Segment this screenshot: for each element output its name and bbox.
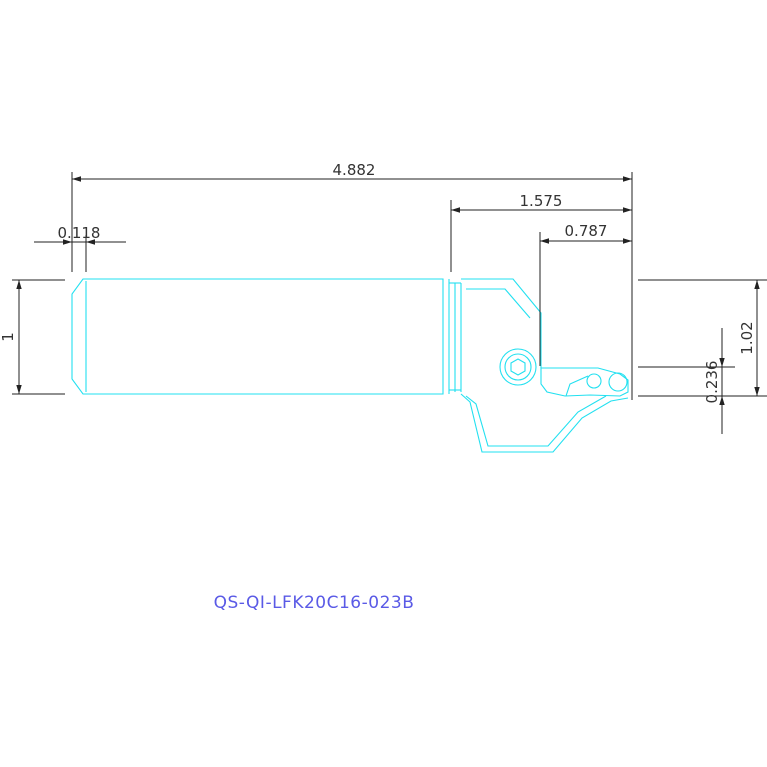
tool-holder-outline	[71, 278, 629, 453]
dim-head-length: 1.575	[520, 192, 563, 210]
dim-chamfer: 0.118	[58, 224, 101, 242]
clamp-screw-icon	[499, 348, 537, 386]
dimension-lines	[12, 172, 767, 434]
dimension-labels: 4.882 1.575 0.787 0.118 1 1.02 0.236	[0, 161, 756, 403]
head-inner-line	[466, 288, 531, 319]
clamp-screw-inner-icon	[504, 353, 532, 381]
insert-icon	[608, 372, 628, 392]
dim-tip-height: 1.02	[738, 321, 756, 354]
dim-insert-reach: 0.787	[565, 222, 608, 240]
insert-detail-line	[565, 375, 589, 397]
head-lower-contour	[465, 395, 607, 447]
dim-overall-length: 4.882	[333, 161, 376, 179]
insert-blade-outline	[540, 367, 629, 397]
hex-socket-icon	[510, 358, 526, 376]
insert-screw-icon	[586, 373, 602, 389]
head-outline	[460, 278, 629, 453]
shank-outline	[71, 278, 444, 395]
dim-shank-height: 1	[0, 332, 17, 342]
dim-tip-offset: 0.236	[703, 361, 721, 404]
part-number-label: QS-QI-LFK20C16-023B	[214, 593, 415, 613]
